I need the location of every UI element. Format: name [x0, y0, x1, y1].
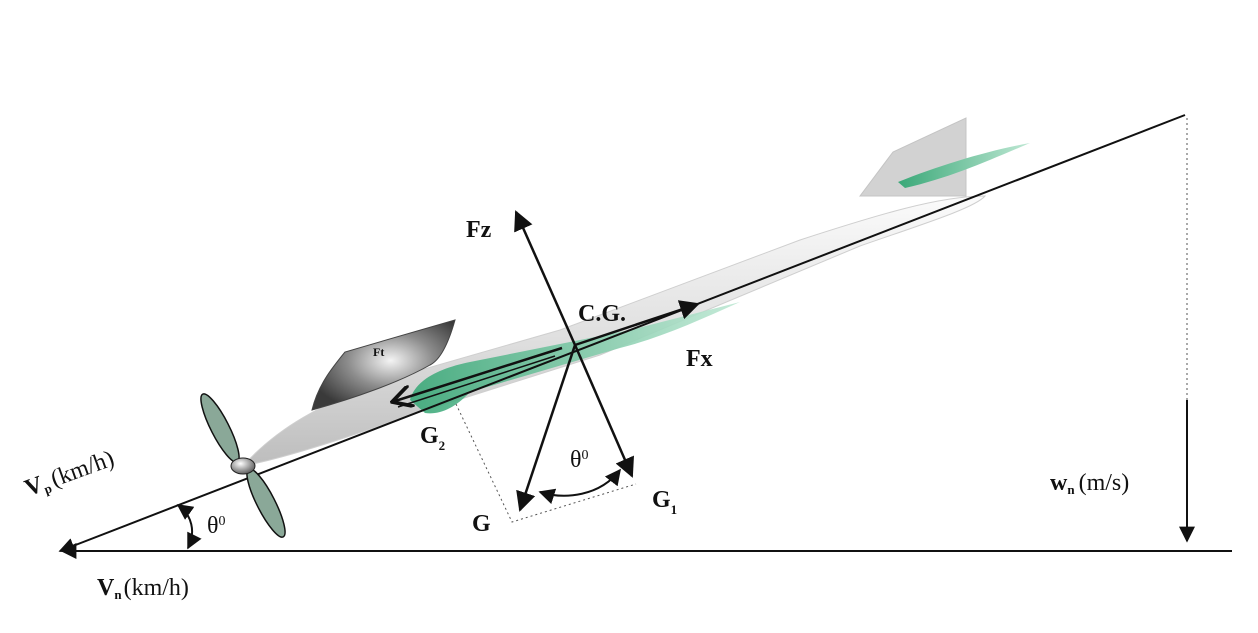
- wing-stripe: [410, 302, 740, 414]
- theta2-sup: 0: [218, 514, 226, 529]
- wn-label: wn(m/s): [1050, 470, 1130, 497]
- theta-symbol: θ: [570, 447, 582, 473]
- theta2-symbol: θ: [207, 513, 219, 539]
- wn-sub: n: [1067, 482, 1075, 497]
- propeller-hub: [230, 457, 256, 475]
- vn-main: V: [97, 575, 115, 601]
- g2-arrow-shadow: [397, 355, 556, 408]
- g1-sub: 1: [670, 502, 678, 517]
- g2-arrow: [392, 346, 563, 402]
- g2-sub: 2: [438, 438, 446, 453]
- wn-main: w: [1050, 470, 1068, 496]
- propeller-blade-upper: [200, 393, 240, 463]
- cg-label: C.G.: [578, 301, 626, 327]
- g1-arrow: [573, 344, 634, 478]
- g-label: G: [472, 511, 491, 537]
- vn-label: Vn(km/h): [97, 575, 189, 602]
- theta-arc-force: [538, 468, 621, 505]
- ft-label: Ft: [373, 345, 384, 359]
- fx-arrow: [574, 300, 700, 347]
- g-arrow: [516, 344, 577, 512]
- g1-main: G: [652, 487, 671, 513]
- g2-label: G2: [420, 423, 445, 452]
- canopy: [311, 319, 456, 411]
- g-decomposition-dotted: [455, 403, 637, 523]
- theta-label-ground: θ0: [207, 514, 226, 538]
- thrust-axis-line: [58, 114, 1186, 554]
- propeller-blade-lower: [246, 468, 286, 538]
- fx-label: Fx: [686, 346, 713, 372]
- vn-unit: (km/h): [123, 575, 189, 601]
- wn-unit: (m/s): [1078, 470, 1130, 496]
- g2-main: G: [420, 423, 439, 449]
- theta-arc-ground: [176, 504, 202, 550]
- fz-arrow: [514, 210, 577, 346]
- propeller: [200, 393, 286, 538]
- fz-label: Fz: [466, 217, 492, 243]
- tail-stripe: [898, 143, 1030, 188]
- theta-label-force: θ0: [570, 448, 589, 472]
- g1-label: G1: [652, 487, 677, 516]
- vn-sub: n: [114, 587, 122, 602]
- theta-sup: 0: [581, 448, 589, 463]
